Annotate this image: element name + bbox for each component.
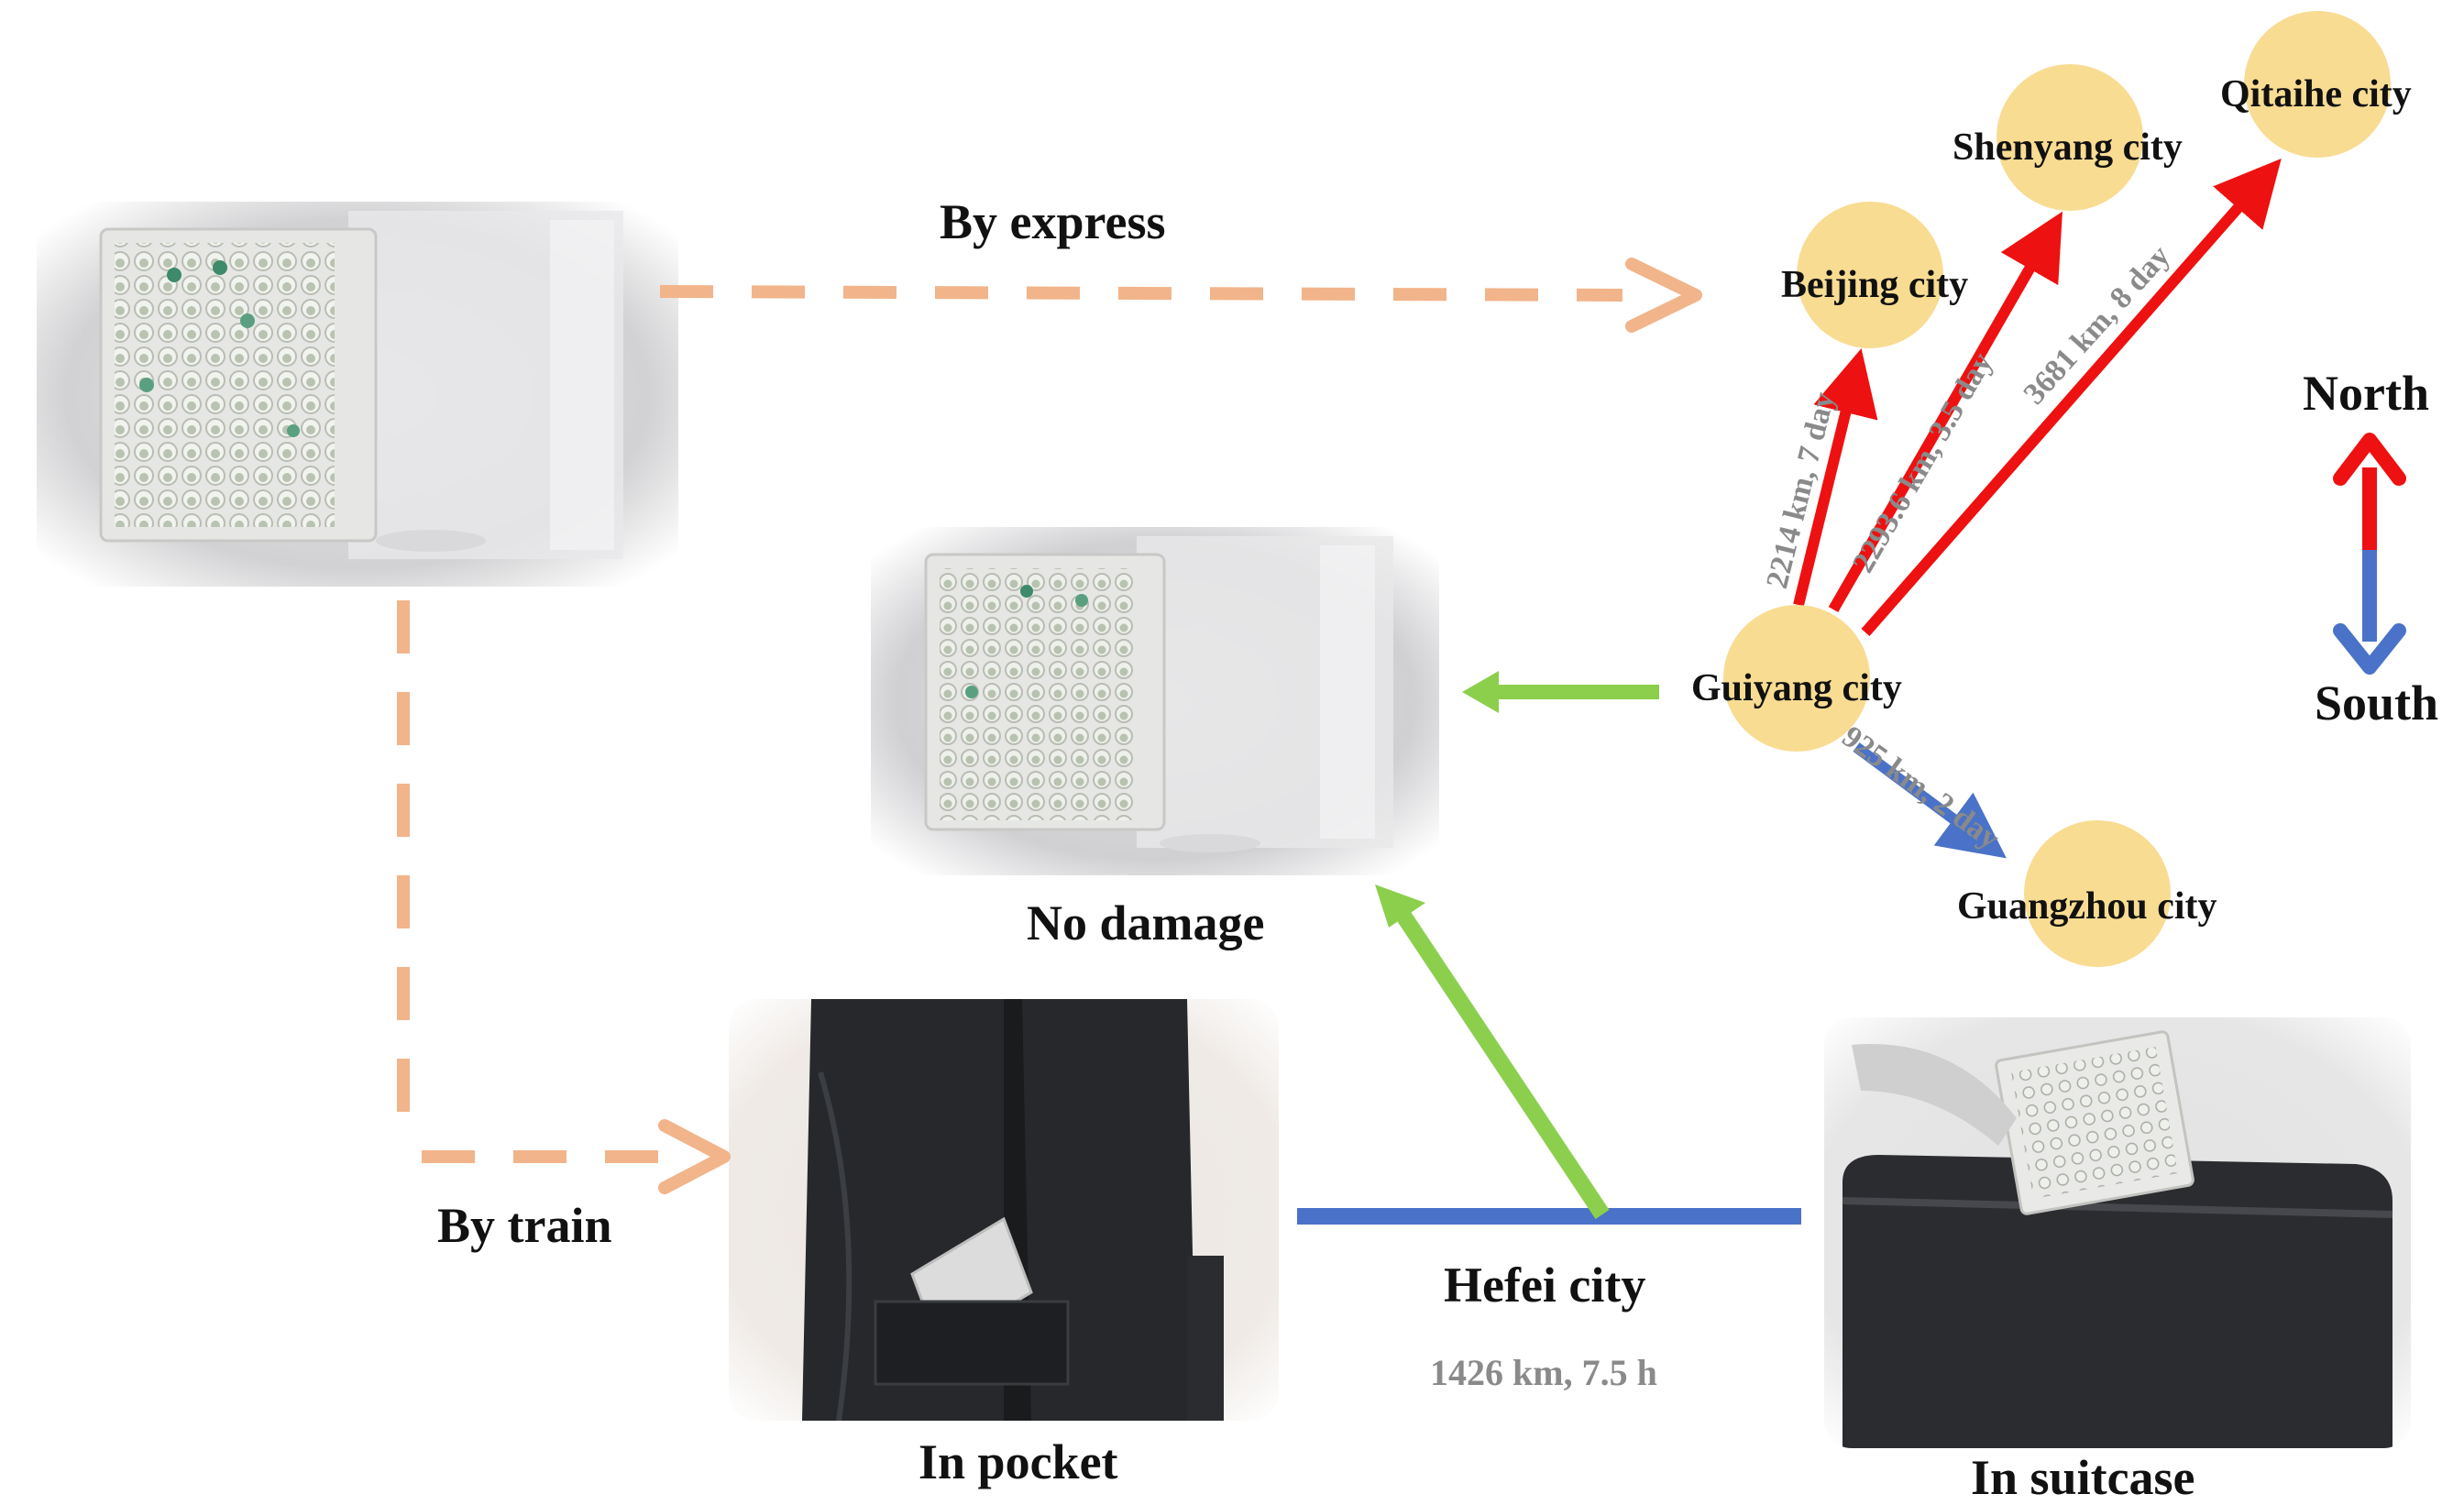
route-arrow-guangzhou [1853,742,2007,859]
city-circle-guiyang [1723,605,1870,752]
city-circle-qitaihe [2244,11,2391,158]
hefei-green-arrowhead [1375,884,1425,928]
sample-plate-photo-no-damage [871,527,1439,875]
by-express-arrowhead [1625,258,1702,333]
north-label: North [2303,366,2429,421]
city-label-guangzhou: Guangzhou city [1957,885,2217,928]
by-train-arrowhead [658,1119,731,1194]
in-pocket-photo [729,999,1279,1421]
route-arrow-shenyang [1828,211,2062,612]
city-label-beijing: Beijing city [1781,264,1969,306]
south-arrow-icon [2333,623,2406,675]
north-arrow-icon [2333,433,2406,486]
route-arrow-beijing [1793,348,1878,607]
hefei-route-label: 1426 km, 7.5 h [1430,1352,1657,1393]
city-circle-beijing [1797,202,1943,348]
by-express-label: By express [940,194,1166,249]
in-suitcase-label: In suitcase [1971,1450,2195,1505]
sample-plate-photo-top [37,202,678,587]
by-express-dashed-arrow [659,285,1623,302]
city-label-qitaihe: Qitaihe city [2220,73,2412,115]
city-circle-guangzhou [2024,820,2171,967]
south-label: South [2315,676,2439,731]
guiyang-green-arrowhead [1462,671,1499,713]
city-circle-shenyang [1996,64,2143,211]
city-label-guiyang: Guiyang city [1691,667,1902,709]
in-suitcase-photo [1824,1017,2411,1448]
hefei-city-label: Hefei city [1444,1258,1646,1313]
by-train-label: By train [437,1198,612,1253]
no-damage-label: No damage [1027,895,1265,950]
route-arrow-qitaihe [1861,158,2282,636]
hefei-green-arrow [1391,903,1610,1219]
city-label-shenyang: Shenyang city [1952,126,2183,169]
in-pocket-label: In pocket [918,1434,1118,1489]
